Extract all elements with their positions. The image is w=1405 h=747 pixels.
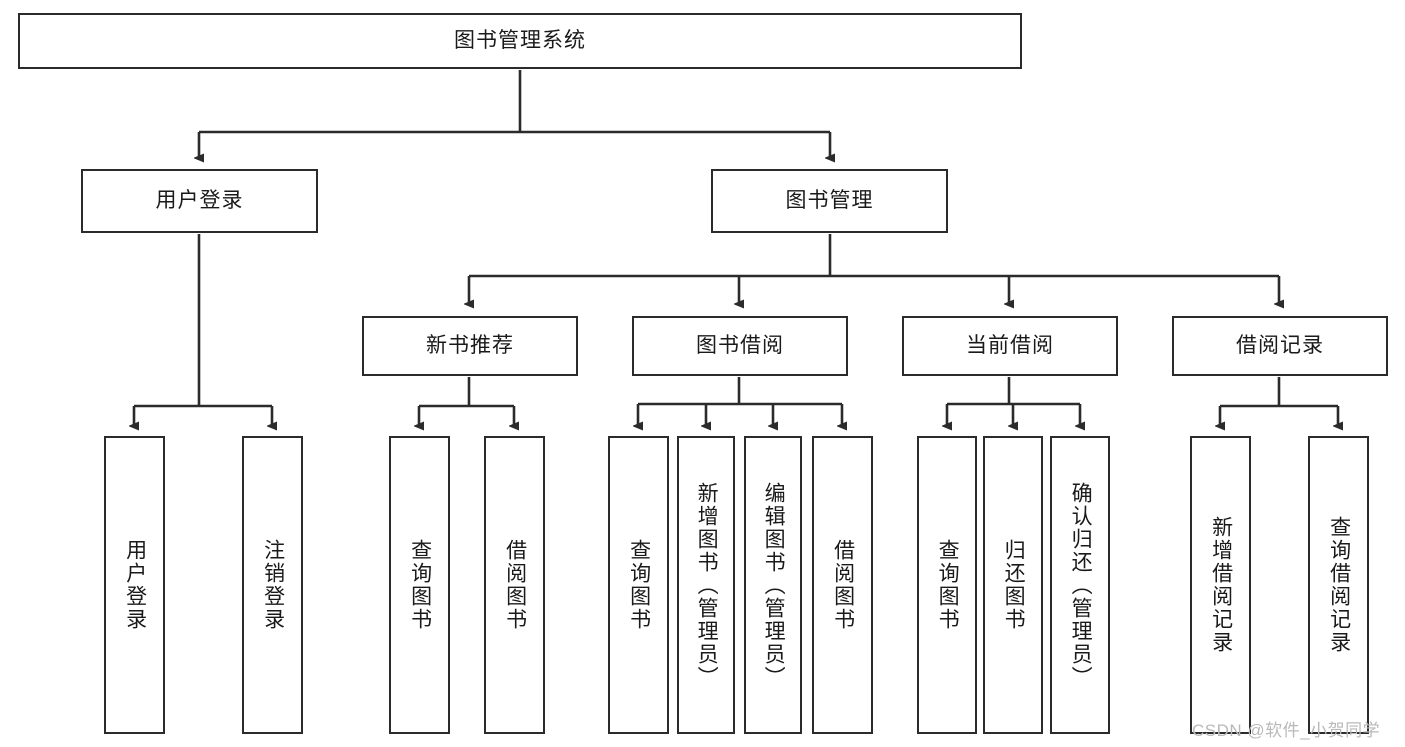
csdn-watermark: CSDN @软件_小贺同学 (1192, 721, 1381, 740)
node-leaf-borrow-book-2[interactable]: 借阅图书 (812, 436, 873, 734)
node-label: 查询借阅记录 (1327, 516, 1351, 654)
node-label: 用户登录 (155, 189, 244, 213)
node-leaf-confirm-return[interactable]: 确认归还（管理员） (1050, 436, 1110, 734)
node-label: 注销登录 (261, 539, 285, 631)
node-leaf-add-record[interactable]: 新增借阅记录 (1190, 436, 1251, 734)
node-label: 借阅图书 (831, 539, 855, 631)
node-label: 确认归还（管理员） (1069, 481, 1093, 689)
node-label: 当前借阅 (966, 334, 1054, 358)
node-leaf-edit-book[interactable]: 编辑图书（管理员） (744, 436, 802, 734)
node-leaf-query-book-3[interactable]: 查询图书 (917, 436, 977, 734)
node-leaf-borrow-book-1[interactable]: 借阅图书 (484, 436, 545, 734)
node-label: 图书借阅 (696, 334, 784, 358)
node-label: 借阅记录 (1236, 334, 1324, 358)
node-leaf-user-login[interactable]: 用户登录 (104, 436, 165, 734)
node-label: 编辑图书（管理员） (762, 481, 786, 689)
node-label: 图书管理系统 (454, 29, 586, 53)
node-label: 查询图书 (627, 539, 651, 631)
node-book-management[interactable]: 图书管理 (711, 169, 948, 233)
node-book-management-system[interactable]: 图书管理系统 (18, 13, 1022, 69)
node-label: 查询图书 (936, 539, 960, 631)
node-leaf-query-record[interactable]: 查询借阅记录 (1308, 436, 1369, 734)
node-leaf-logout-login[interactable]: 注销登录 (242, 436, 303, 734)
node-borrow-record[interactable]: 借阅记录 (1172, 316, 1388, 376)
node-leaf-query-book-2[interactable]: 查询图书 (608, 436, 669, 734)
node-user-login[interactable]: 用户登录 (81, 169, 318, 233)
node-label: 图书管理 (785, 189, 874, 213)
node-current-borrow[interactable]: 当前借阅 (902, 316, 1118, 376)
node-leaf-return-book[interactable]: 归还图书 (983, 436, 1043, 734)
node-leaf-query-book-1[interactable]: 查询图书 (389, 436, 450, 734)
node-new-book-recommend[interactable]: 新书推荐 (362, 316, 578, 376)
node-label: 新书推荐 (426, 334, 514, 358)
node-book-borrow[interactable]: 图书借阅 (632, 316, 848, 376)
node-label: 新增图书（管理员） (695, 481, 719, 689)
node-label: 借阅图书 (503, 539, 527, 631)
node-label: 用户登录 (123, 539, 147, 631)
node-label: 归还图书 (1002, 539, 1026, 631)
node-label: 查询图书 (408, 539, 432, 631)
node-leaf-add-book[interactable]: 新增图书（管理员） (677, 436, 735, 734)
node-label: 新增借阅记录 (1209, 516, 1233, 654)
